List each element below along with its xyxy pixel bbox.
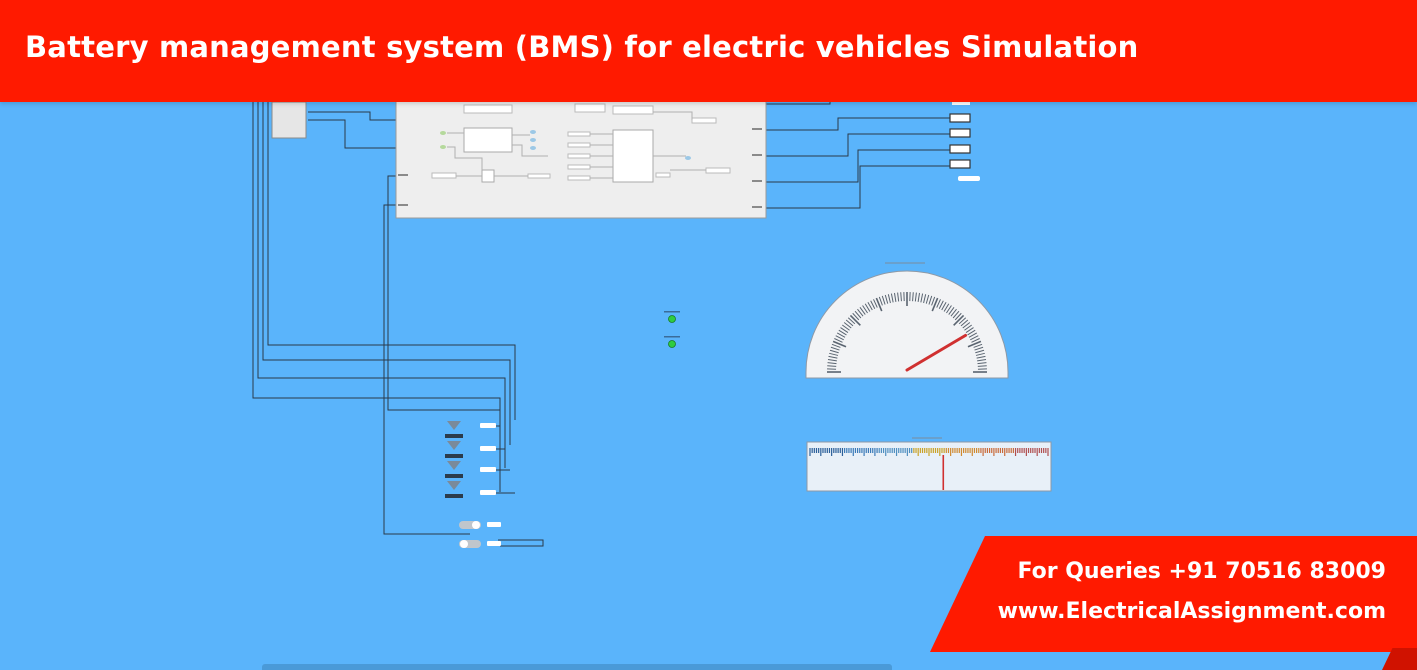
fault-switch-group[interactable] <box>445 421 501 548</box>
gauge-tick <box>849 314 861 326</box>
page-title: Battery management system (BMS) for elec… <box>25 30 1139 64</box>
website-link[interactable]: www.ElectricalAssignment.com <box>997 599 1386 624</box>
gauge-tick <box>878 296 883 306</box>
gauge-tick <box>971 338 980 343</box>
gauge-tick <box>925 294 930 304</box>
gauge-tick <box>931 296 936 306</box>
gauge-tick <box>859 306 866 315</box>
gauge-tick <box>870 300 876 309</box>
gauge-tick <box>829 349 839 354</box>
gauge-tick <box>967 340 982 348</box>
gauge-tick <box>827 362 837 365</box>
corner-decoration <box>1382 648 1417 670</box>
gauge-tick <box>834 338 843 343</box>
signal-wires <box>252 102 950 547</box>
gauge-tick <box>857 308 864 317</box>
gauge-tick <box>928 295 933 305</box>
gauge-tick <box>835 335 844 341</box>
gauge-tick-arc <box>827 292 987 373</box>
gauge-tick <box>923 294 927 304</box>
gauge-tick <box>941 301 947 311</box>
gauge-tick <box>977 358 987 362</box>
gauge-tick <box>954 312 962 321</box>
horizontal-scrollbar[interactable] <box>262 664 892 670</box>
gauge-tick <box>840 327 849 333</box>
gauge-tick <box>964 324 973 331</box>
gauge-tick <box>827 365 837 367</box>
gauge-tick <box>873 299 878 308</box>
gauge-tick <box>958 317 967 325</box>
gauge-needle <box>905 333 968 372</box>
gauge-tick <box>946 305 952 314</box>
gauge-tick <box>968 332 978 338</box>
gauge-tick <box>864 303 871 312</box>
soc-gauge[interactable] <box>805 262 1009 379</box>
gauge-tick <box>881 295 886 305</box>
gauge-tick <box>836 332 846 338</box>
gauge-tick <box>843 322 852 329</box>
gauge-tick <box>875 297 883 312</box>
gauge-tick <box>917 292 921 302</box>
linear-gauge[interactable] <box>806 437 1052 492</box>
gauge-tick <box>827 358 837 362</box>
gauge-tick <box>867 301 873 311</box>
gauge-tick <box>890 293 894 303</box>
gauge-tick <box>884 294 889 304</box>
output-display-blocks[interactable] <box>949 102 980 181</box>
gauge-tick <box>847 317 856 325</box>
gauge-tick <box>931 297 939 312</box>
gauge-tick <box>831 343 841 348</box>
gauge-tick <box>977 362 987 365</box>
gauge-tick <box>974 346 984 351</box>
gauge-tick <box>970 335 979 341</box>
gauge-tick <box>965 327 974 333</box>
gauge-tick <box>862 305 868 314</box>
gauge-tick <box>832 340 847 348</box>
contact-banner: For Queries +91 70516 83009 www.Electric… <box>930 536 1417 652</box>
gauge-tick <box>920 293 924 303</box>
gauge-tick <box>887 294 891 304</box>
bms-subsystem-panel[interactable] <box>395 99 767 219</box>
gauge-tick <box>975 352 985 356</box>
input-selector-block[interactable] <box>271 101 307 139</box>
gauge-tick <box>953 314 965 326</box>
gauge-tick <box>845 319 854 327</box>
queries-phone-text: For Queries +91 70516 83009 <box>1017 559 1386 584</box>
gauge-tick <box>914 292 917 302</box>
gauge-tick <box>841 324 850 331</box>
gauge-tick <box>838 329 847 336</box>
gauge-tick <box>975 349 985 354</box>
gauge-tick <box>828 355 838 359</box>
gauge-tick <box>976 355 986 359</box>
linear-gauge-scale <box>809 448 1049 456</box>
gauge-tick <box>829 352 839 356</box>
gauge-tick <box>960 319 969 327</box>
gauge-tick <box>854 310 862 319</box>
gauge-tick <box>897 292 900 302</box>
gauge-tick <box>967 329 976 336</box>
gauge-tick <box>973 343 983 348</box>
gauge-tick <box>936 299 941 308</box>
gauge-tick <box>943 303 950 312</box>
gauge-tick <box>962 322 971 329</box>
gauge-tick <box>893 292 897 302</box>
gauge-tick <box>950 308 957 317</box>
gauge-tick <box>900 292 902 302</box>
gauge-tick <box>938 300 944 309</box>
gauge-tick <box>830 346 840 351</box>
title-banner: Battery management system (BMS) for elec… <box>0 0 1417 102</box>
status-lamps <box>664 311 680 348</box>
gauge-tick <box>952 310 960 319</box>
gauge-tick <box>977 365 987 367</box>
gauge-tick <box>912 292 914 302</box>
gauge-tick <box>852 312 860 321</box>
gauge-tick <box>948 306 955 315</box>
